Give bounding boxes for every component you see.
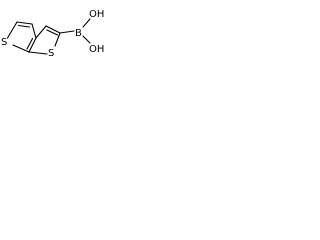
bond-s2-c6a [28, 51, 48, 55]
boron-label: B [75, 28, 82, 39]
bond-c3-c3a [31, 23, 37, 39]
hydroxyl-label-top: OH [89, 9, 104, 20]
bond-c5-s2 [54, 32, 61, 47]
bond-c2-c3 [16, 21, 33, 25]
bond-boron-oh-bottom [82, 35, 91, 44]
bond-boron-oh-top [82, 18, 91, 28]
hydroxyl-label-bottom: OH [89, 44, 104, 55]
sulfur-label-left: S [1, 37, 7, 48]
bond-c2-c3-double [17, 24, 31, 28]
right-thiophene-ring [28, 25, 61, 55]
molecule-structure-diagram: S S B OH OH [1, 9, 104, 59]
bond-c5-boron [59, 30, 75, 34]
bond-c3a-c4 [35, 25, 47, 39]
bond-s1-c2 [6, 21, 18, 39]
bond-c4-c5-double [46, 29, 59, 36]
sulfur-label-right: S [48, 48, 54, 59]
bond-c3a-c6a-double [26, 37, 34, 50]
bond-c6a-s1 [12, 44, 30, 53]
bond-c3a-c6a [28, 37, 37, 53]
left-thiophene-ring [6, 21, 37, 53]
bond-c4-c5 [45, 25, 61, 34]
